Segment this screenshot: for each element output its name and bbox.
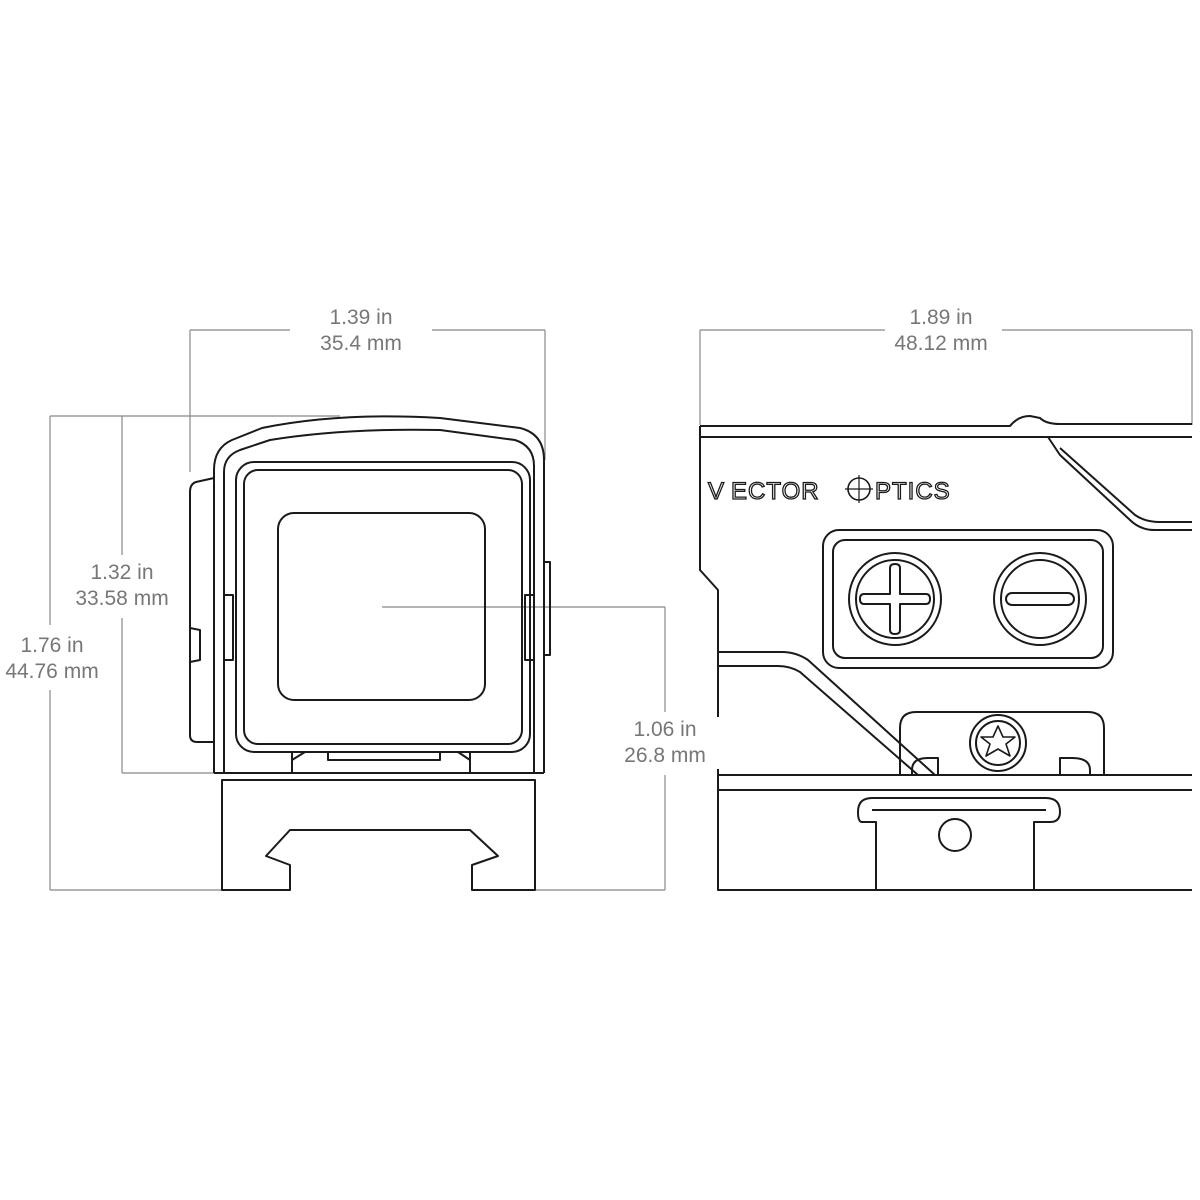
total-height-inches: 1.76 in [20,634,84,657]
optical-axis-inches: 1.06 in [633,718,697,741]
side-view-drawing [699,415,1192,891]
minus-button-icon [1005,592,1075,606]
front-width-dimension: 1.39 in 35.4 mm [290,305,432,357]
dimension-lines [49,329,1193,891]
side-length-inches: 1.89 in [909,306,973,329]
svg-text:PTICS: PTICS [875,478,951,505]
front-width-mm: 35.4 mm [320,332,402,355]
optical-axis-mm: 26.8 mm [624,744,706,767]
front-width-inches: 1.39 in [329,306,393,329]
side-length-dimension: 1.89 in 48.12 mm [880,305,1002,357]
total-height-dimension: 1.76 in 44.76 mm [0,633,104,685]
body-height-mm: 33.58 mm [75,587,169,610]
front-view-drawing [189,415,551,891]
optical-axis-dimension: 1.06 in 26.8 mm [610,717,720,769]
vector-optics-logo: V ECTOR PTICS [707,475,951,506]
plus-button-icon [859,563,931,635]
body-height-dimension: 1.32 in 33.58 mm [62,560,182,612]
svg-text:V: V [708,478,725,505]
side-length-mm: 48.12 mm [894,332,988,355]
body-height-inches: 1.32 in [90,561,154,584]
svg-text:ECTOR: ECTOR [731,478,820,505]
total-height-mm: 44.76 mm [5,660,99,683]
